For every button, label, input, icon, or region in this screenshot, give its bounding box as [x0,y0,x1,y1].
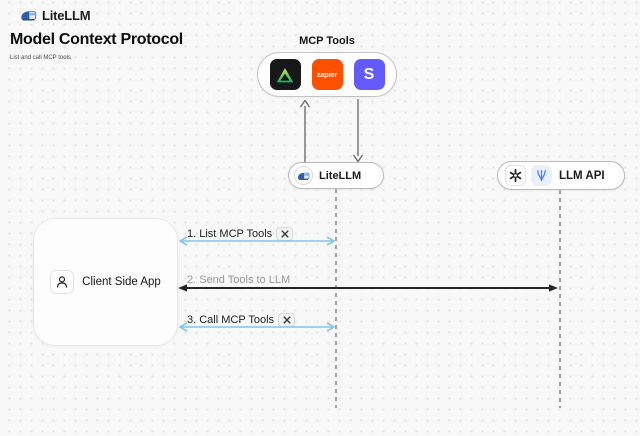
tools-icon [278,312,296,327]
mcp-tools-label: MCP Tools [299,35,355,47]
brand-name: LiteLLM [42,8,91,23]
arrow-up-litellm-to-mcp [299,99,311,162]
zapier-logo-text: zapier [316,70,338,79]
client-node-label: Client Side App [82,276,161,288]
litellm-train-icon [294,166,313,185]
person-icon [50,270,75,294]
litellm-lifeline [335,189,337,408]
step-2-text: 2. Send Tools to LLM [187,273,291,286]
llm-api-lifeline [559,190,561,408]
arrow-down-mcp-to-litellm [352,99,364,163]
step-3-label: 3. Call MCP Tools [187,312,296,327]
tools-icon [276,226,294,241]
litellm-node-label: LiteLLM [319,169,362,182]
zapier-logo-icon: zapier [311,59,343,90]
client-side-app-node: Client Side App [33,218,178,346]
openai-logo-icon [505,165,526,186]
step-1-label: 1. List MCP Tools [187,226,294,241]
page-subtitle: List and call MCP tools [10,55,71,61]
app-header: LiteLLM [20,8,91,23]
step-2-label: 2. Send Tools to LLM [187,272,290,287]
page-title: Model Context Protocol [10,31,183,48]
litellm-train-logo-icon [21,11,37,21]
green-triangle-logo-icon [269,59,301,90]
llm-provider-blue-icon [531,165,552,186]
llm-api-node-label: LLM API [559,169,605,182]
step-3-arrow [179,322,335,332]
stripe-logo-text: S [363,65,375,83]
stripe-logo-icon: S [353,59,385,90]
mcp-tools-node: zapier S [257,52,397,97]
step-3-text: 3. Call MCP Tools [187,313,275,326]
step-1-arrow [179,236,335,246]
llm-api-node: LLM API [497,161,625,190]
step-1-text: 1. List MCP Tools [187,227,273,240]
step-2-arrow [178,284,558,292]
litellm-node: LiteLLM [288,162,384,189]
